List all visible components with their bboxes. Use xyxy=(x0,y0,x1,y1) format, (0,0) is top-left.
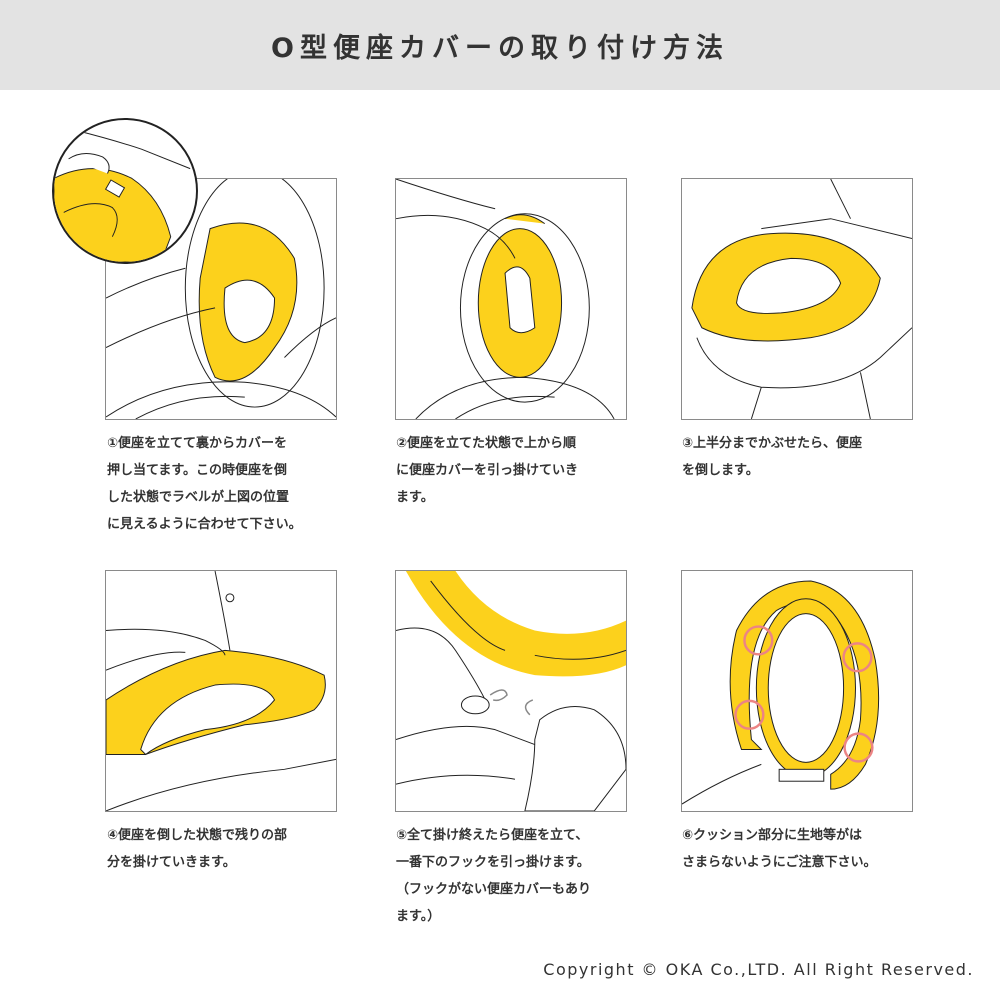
step-4-caption: ④便座を倒した状態で残りの部 分を掛けていきます。 xyxy=(107,828,288,870)
header-banner: O型便座カバーの取り付け方法 xyxy=(0,0,1000,90)
step-3-caption: ③上半分までかぶせたら、便座 を倒します。 xyxy=(682,436,863,478)
step-1-caption: ①便座を立てて裏からカバーを 押し当てます。この時便座を倒 した状態でラベルが上… xyxy=(107,436,302,532)
step-6-caption: ⑥クッション部分に生地等がは さまらないようにご注意下さい。 xyxy=(682,828,877,870)
page-title: O型便座カバーの取り付け方法 xyxy=(271,32,729,64)
label-position-zoom-inset xyxy=(52,118,198,264)
step-5-caption: ⑤全て掛け終えたら便座を立て、 一番下のフックを引っ掛けます。 （フックがない便… xyxy=(396,828,592,924)
label-zoom-illustration xyxy=(54,129,191,262)
step-5-illustration xyxy=(395,570,627,812)
step-3-illustration xyxy=(681,178,913,420)
step-4-illustration xyxy=(105,570,337,812)
step-2-caption: ②便座を立てた状態で上から順 に便座カバーを引っ掛けていき ます。 xyxy=(396,436,579,505)
step-2-illustration xyxy=(395,178,627,420)
step-6-illustration xyxy=(681,570,913,812)
copyright-notice: Copyright © OKA Co.,LTD. All Right Reser… xyxy=(543,960,974,979)
